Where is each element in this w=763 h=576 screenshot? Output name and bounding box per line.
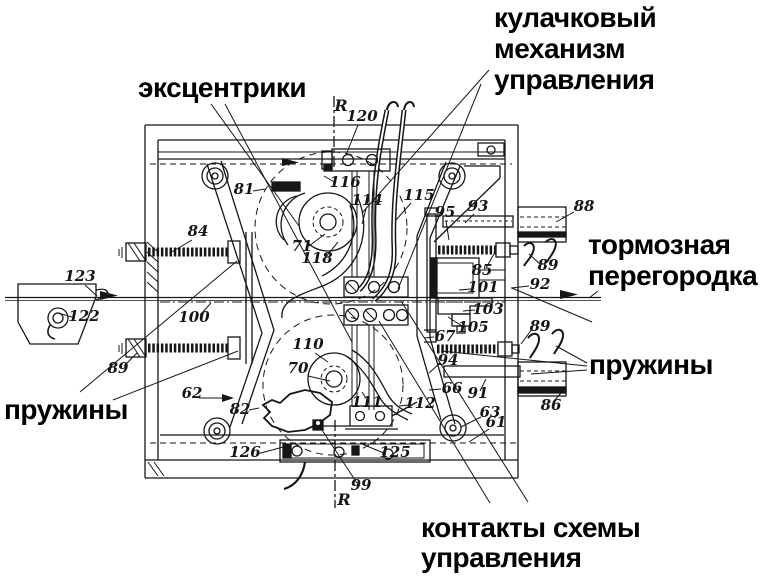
label-brake-partition: тормозная перегородка: [588, 229, 758, 291]
part-number-label: 84: [188, 222, 209, 240]
part-number-label-leader: [510, 285, 530, 289]
part-number-label: 101: [467, 278, 498, 296]
part-number-label: 93: [468, 197, 489, 215]
part-number-label-leader: [323, 175, 337, 184]
part-number-label-leader: [468, 428, 490, 443]
part-number-label: 89: [108, 359, 129, 377]
part-number-label-leader: [528, 253, 542, 266]
part-number-label: 115: [403, 186, 434, 204]
label-springs-right: пружины: [589, 349, 713, 380]
lower-cam: [261, 314, 413, 456]
part-number-label: 105: [457, 318, 488, 336]
part-number-label-leader: [169, 239, 193, 254]
part-number-label: 88: [574, 197, 595, 215]
part-number-label-leader: [252, 188, 266, 192]
part-number-label: 100: [178, 308, 210, 326]
part-number-label: 112: [404, 394, 435, 412]
struts-and-rollers: [201, 142, 505, 445]
part-number-label: 125: [379, 443, 410, 461]
left-springs: [118, 232, 253, 364]
part-number-label-leader: [395, 202, 412, 221]
section-letter: R: [336, 490, 350, 509]
part-number-label: 89: [530, 317, 551, 335]
contact-stack: [279, 148, 431, 491]
part-number-label-leader: [479, 378, 487, 392]
part-number-label: 120: [346, 107, 378, 125]
part-number-label: 92: [530, 275, 551, 293]
part-number-label-leader: [361, 208, 367, 225]
part-number-label-leader: [428, 388, 442, 391]
part-number-label-leader: [307, 375, 331, 382]
part-number-label-leader: [460, 416, 482, 428]
part-number-label: 63: [480, 403, 501, 421]
part-number-label-leader: [314, 352, 329, 363]
part-number-label: 95: [435, 203, 456, 221]
part-number-label-leader: [256, 445, 288, 455]
part-number-label: 111: [351, 393, 382, 411]
part-number-label-leader: [428, 362, 441, 374]
part-number-label: 82: [230, 400, 251, 418]
label-control-contacts: контакты схемы управления: [421, 512, 641, 573]
main-shaft: [5, 158, 601, 301]
label-springs-left: пружины: [4, 394, 128, 425]
part-number-label-leader: [458, 288, 472, 291]
part-number-label: 62: [182, 384, 203, 402]
part-number-label: 126: [229, 443, 261, 461]
part-number-label: 114: [351, 191, 382, 209]
part-number-label: 67: [435, 327, 456, 345]
part-number-label-leader: [319, 426, 358, 484]
part-number-label: 110: [292, 335, 324, 353]
part-number-label-leader: [423, 336, 435, 339]
part-number-label-leader: [248, 407, 260, 411]
part-number-label-leader: [555, 211, 575, 223]
part-number-label-leader: [324, 241, 339, 259]
part-number-label-leader: [520, 328, 533, 345]
label-eccentrics: эксцентрики: [138, 72, 307, 103]
section-letter: R: [333, 96, 347, 115]
part-number-label: 116: [329, 173, 361, 191]
part-number-label-leader: [345, 124, 359, 156]
part-number-label: 91: [468, 384, 489, 402]
part-number-label: 71: [292, 237, 313, 255]
part-number-label-leader: [123, 352, 138, 367]
part-number-label-leader: [464, 213, 475, 224]
part-number-label: 81: [234, 180, 255, 198]
part-number-label-leader: [398, 404, 410, 407]
part-number-label-leader: [57, 312, 73, 318]
part-number-label-leader: [485, 253, 495, 269]
part-number-label-leader: [361, 443, 387, 455]
label-cam-mechanism: кулачковый механизм управления: [494, 2, 657, 95]
part-number-label-leader: [447, 316, 463, 327]
right-external-parts: [517, 206, 567, 397]
part-number-label: 66: [442, 379, 463, 397]
brake-partition-assembly: [424, 207, 564, 378]
part-number-label: 122: [68, 307, 99, 325]
part-number-label-leader: [308, 233, 326, 247]
part-number-label: 103: [472, 300, 503, 318]
part-number-label: 61: [486, 413, 507, 431]
part-number-label-leader: [84, 284, 98, 297]
upper-cam: [254, 151, 408, 319]
part-number-label: 118: [301, 249, 333, 267]
annotation-leaders: [79, 69, 599, 504]
part-number-label-leader: [199, 302, 212, 316]
part-number-label: 123: [64, 267, 95, 285]
part-number-label-leader: [445, 220, 450, 241]
part-number-label: 99: [351, 476, 372, 494]
part-number-label: 94: [438, 351, 459, 369]
part-number-label-leader: [552, 392, 562, 403]
part-number-label-leader: [462, 309, 476, 312]
part-number-label: 85: [472, 261, 493, 279]
part-number-label-leader: [361, 391, 367, 399]
part-number-label: 86: [541, 396, 562, 414]
part-number-label: 89: [538, 256, 559, 274]
part-number-label: 70: [288, 359, 309, 377]
